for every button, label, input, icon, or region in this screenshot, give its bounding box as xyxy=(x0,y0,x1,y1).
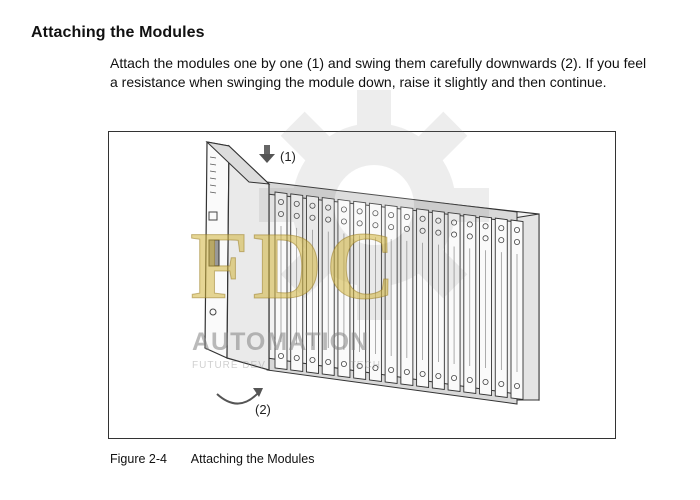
caption-number: Figure 2-4 xyxy=(110,452,167,466)
rack-slot xyxy=(400,206,414,387)
rack-slot xyxy=(274,191,288,371)
down-arrow-icon xyxy=(259,145,275,163)
rack-slot xyxy=(447,212,461,393)
watermark-tagline-left: FUTURE DEV xyxy=(192,360,266,371)
figure-frame: (1) (2) xyxy=(108,131,616,439)
watermark-tagline: FUTURE DEV TECH xyxy=(192,360,381,371)
rack-slot xyxy=(479,215,492,397)
rack-slot xyxy=(306,195,319,375)
rack-slot xyxy=(290,193,304,373)
rack-slot xyxy=(431,210,445,391)
figure-caption: Figure 2-4 Attaching the Modules xyxy=(110,452,315,466)
rack-slot xyxy=(463,213,477,395)
section-heading: Attaching the Modules xyxy=(31,24,205,41)
watermark-tagline-right: TECH xyxy=(349,360,381,371)
callout-1: (1) xyxy=(280,149,296,164)
module-slots xyxy=(274,191,524,401)
module-being-attached xyxy=(204,141,271,371)
rack-illustration xyxy=(204,141,540,405)
callout-2: (2) xyxy=(255,402,271,417)
gear-icon xyxy=(259,90,489,320)
rack-slot xyxy=(416,208,430,389)
rack-slot xyxy=(384,204,398,385)
instruction-paragraph: Attach the modules one by one (1) and sw… xyxy=(110,55,647,90)
watermark-word: AUTOMATION xyxy=(192,328,370,356)
watermark-letters: FDC xyxy=(189,212,400,319)
swing-arrow-icon xyxy=(216,388,263,405)
rack-slot xyxy=(368,202,382,383)
rack-slot xyxy=(337,198,351,379)
rack-slot xyxy=(353,200,367,381)
rack-slot xyxy=(494,217,508,399)
caption-title: Attaching the Modules xyxy=(190,452,315,466)
rack-slot xyxy=(510,219,524,401)
rack-slot xyxy=(321,197,335,377)
